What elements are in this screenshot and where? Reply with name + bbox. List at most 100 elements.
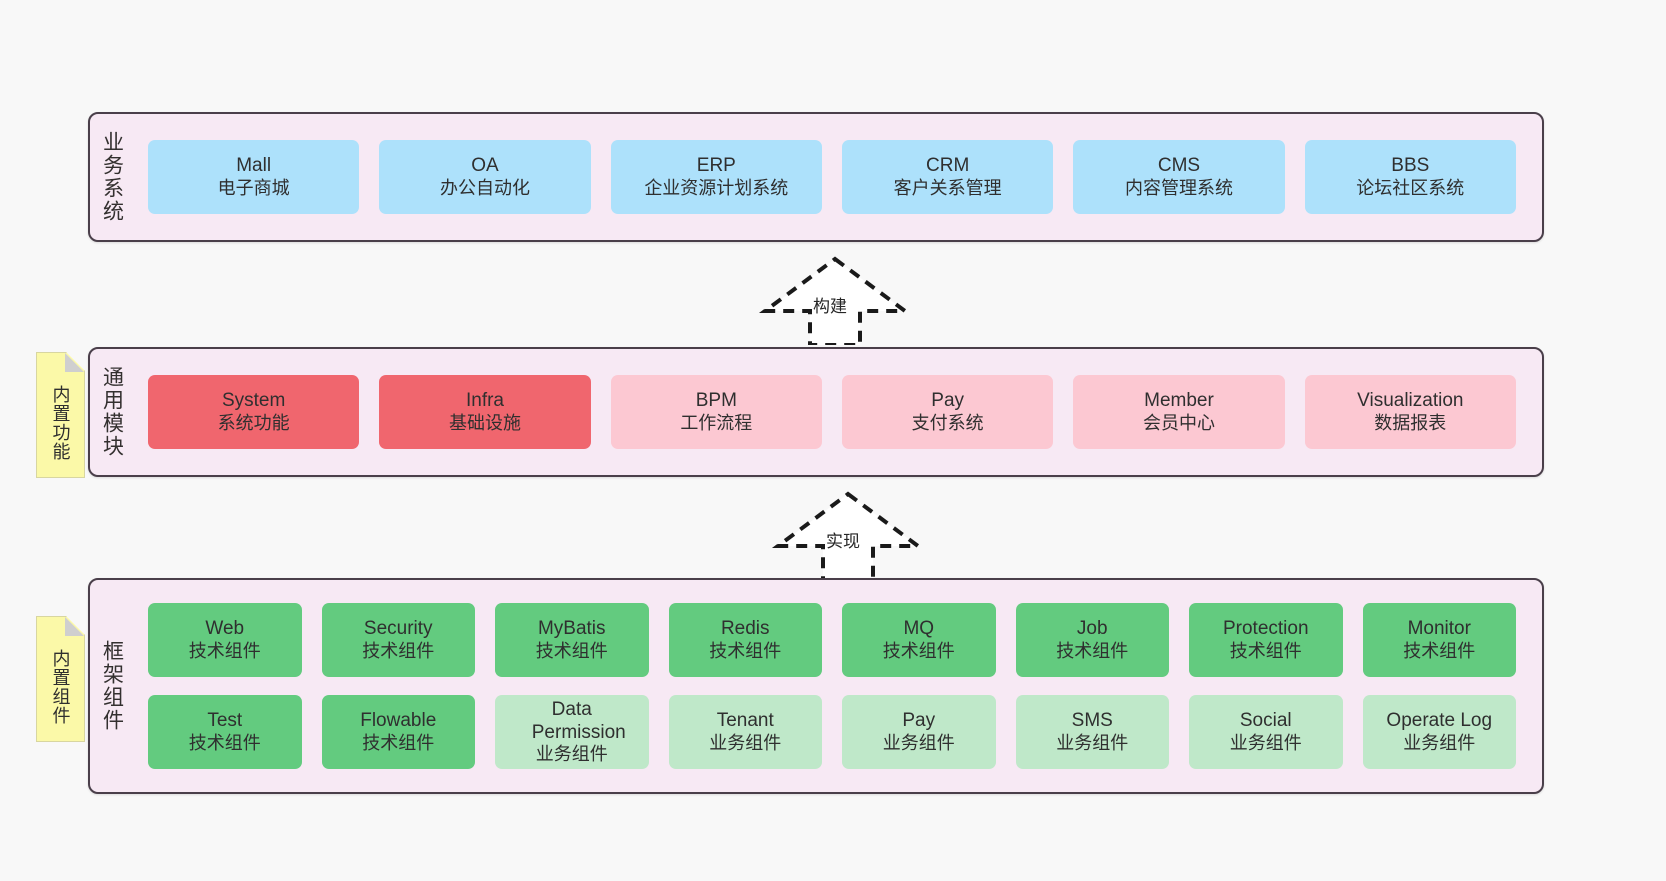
box-monitor[interactable]: Monitor 技术组件 (1362, 603, 1516, 677)
layer-row: Web 技术组件 Security 技术组件 MyBatis 技术组件 (138, 603, 1526, 677)
box-label-cn: 业务组件 (1229, 732, 1302, 753)
box-operate-log[interactable]: Operate Log 业务组件 (1362, 695, 1516, 769)
box-data-permission[interactable]: Data Permission 业务组件 (495, 695, 649, 769)
box-cell: CMS 内容管理系统 (1063, 140, 1294, 214)
box-label-cn: 技术组件 (188, 640, 261, 661)
box-label-en: Test (207, 710, 243, 732)
box-label-cn: 技术组件 (1403, 640, 1476, 661)
box-label-en: Redis (720, 618, 770, 640)
box-cell: Protection 技术组件 (1179, 603, 1353, 677)
layer-body-framework-component: Web 技术组件 Security 技术组件 MyBatis 技术组件 (134, 580, 1542, 792)
box-oa[interactable]: OA 办公自动化 (379, 140, 591, 214)
box-label-en: BPM (695, 390, 737, 412)
box-cell: Redis 技术组件 (659, 603, 833, 677)
box-pay-module[interactable]: Pay 支付系统 (841, 375, 1054, 449)
box-label-cn: 业务组件 (882, 732, 955, 753)
box-cell: Test 技术组件 (138, 695, 312, 769)
box-social[interactable]: Social 业务组件 (1189, 695, 1343, 769)
connector-implement-label: 实现 (826, 532, 860, 551)
note-builtin-function[interactable]: 内置功能 (36, 352, 85, 478)
box-tenant[interactable]: Tenant 业务组件 (668, 695, 822, 769)
connector-build-label: 构建 (813, 297, 847, 316)
box-erp[interactable]: ERP 企业资源计划系统 (610, 140, 822, 214)
box-label-cn: 会员中心 (1142, 412, 1215, 433)
box-label-en: Protection (1222, 618, 1309, 640)
box-label-en: MyBatis (537, 618, 606, 640)
box-label-cn: 技术组件 (362, 732, 435, 753)
box-mybatis[interactable]: MyBatis 技术组件 (495, 603, 649, 677)
note-label: 内置组件 (50, 649, 71, 725)
box-label-cn: 技术组件 (1056, 640, 1129, 661)
box-label-cn: 技术组件 (1229, 640, 1302, 661)
layer-business-system[interactable]: 业务系统 Mall 电子商城 OA 办公自动化 ERP (88, 112, 1544, 242)
box-security[interactable]: Security 技术组件 (321, 603, 475, 677)
box-test[interactable]: Test 技术组件 (148, 695, 302, 769)
box-cell: BBS 论坛社区系统 (1295, 140, 1526, 214)
box-label-cn: 技术组件 (535, 640, 608, 661)
box-flowable[interactable]: Flowable 技术组件 (321, 695, 475, 769)
box-member[interactable]: Member 会员中心 (1073, 375, 1285, 449)
box-cell: Mall 电子商城 (138, 140, 369, 214)
box-label-en: Mall (236, 155, 272, 177)
box-label-en: System (221, 390, 286, 412)
box-label-cn: 电子商城 (217, 177, 290, 198)
box-cell: OA 办公自动化 (369, 140, 600, 214)
layer-common-module[interactable]: 通用模块 System 系统功能 Infra 基础设施 (88, 347, 1544, 477)
box-protection[interactable]: Protection 技术组件 (1189, 603, 1343, 677)
layer-body-business-system: Mall 电子商城 OA 办公自动化 ERP 企业资源计划系统 (134, 114, 1542, 240)
box-label-cn: 业务组件 (1056, 732, 1129, 753)
box-label-en: Job (1076, 618, 1108, 640)
box-label-cn: 系统功能 (217, 412, 290, 433)
box-cell: System 系统功能 (138, 375, 369, 449)
box-cell: Web 技术组件 (138, 603, 312, 677)
layer-framework-component[interactable]: 框架组件 Web 技术组件 Security 技术组件 (88, 578, 1544, 794)
box-label-en: OA (471, 155, 499, 177)
box-cell: Member 会员中心 (1063, 375, 1294, 449)
box-label-cn: 技术组件 (709, 640, 782, 661)
layer-title-business-system: 业务系统 (100, 131, 124, 223)
box-label-cn: 基础设施 (448, 412, 521, 433)
box-mq[interactable]: MQ 技术组件 (842, 603, 996, 677)
box-redis[interactable]: Redis 技术组件 (668, 603, 822, 677)
box-cell: Pay 业务组件 (832, 695, 1006, 769)
box-label-en: CMS (1157, 155, 1201, 177)
box-cell: Job 技术组件 (1006, 603, 1180, 677)
box-label-cn: 数据报表 (1374, 412, 1447, 433)
box-cell: Infra 基础设施 (369, 375, 600, 449)
box-cell: CRM 客户关系管理 (832, 140, 1063, 214)
box-web[interactable]: Web 技术组件 (148, 603, 302, 677)
box-label-en: Pay (931, 390, 965, 412)
box-label-cn: 技术组件 (362, 640, 435, 661)
note-builtin-component[interactable]: 内置组件 (36, 616, 85, 742)
box-label-en: Web (205, 618, 245, 640)
box-sms[interactable]: SMS 业务组件 (1015, 695, 1169, 769)
box-pay-component[interactable]: Pay 业务组件 (842, 695, 996, 769)
box-cell: Flowable 技术组件 (312, 695, 486, 769)
box-label-cn: 论坛社区系统 (1356, 177, 1465, 198)
box-label-en: CRM (926, 155, 970, 177)
box-visualization[interactable]: Visualization 数据报表 (1304, 375, 1516, 449)
box-label-en: Flowable (360, 710, 437, 732)
box-label-en: Infra (465, 390, 504, 412)
box-cms[interactable]: CMS 内容管理系统 (1073, 140, 1285, 214)
box-crm[interactable]: CRM 客户关系管理 (841, 140, 1054, 214)
box-system[interactable]: System 系统功能 (148, 375, 360, 449)
box-cell: Security 技术组件 (312, 603, 486, 677)
box-mall[interactable]: Mall 电子商城 (148, 140, 360, 214)
box-cell: Tenant 业务组件 (659, 695, 833, 769)
box-bpm[interactable]: BPM 工作流程 (610, 375, 822, 449)
box-label-en: Tenant (716, 710, 774, 732)
box-cell: MQ 技术组件 (832, 603, 1006, 677)
box-label-en: Member (1144, 390, 1214, 412)
box-label-cn: 支付系统 (911, 412, 984, 433)
layer-body-common-module: System 系统功能 Infra 基础设施 BPM 工作流程 (134, 349, 1542, 475)
box-label-en: Social (1239, 710, 1292, 732)
layer-title-common-module: 通用模块 (100, 366, 124, 458)
layer-row: Test 技术组件 Flowable 技术组件 Data Permission … (138, 695, 1526, 769)
box-job[interactable]: Job 技术组件 (1015, 603, 1169, 677)
box-label-en: ERP (696, 155, 736, 177)
box-infra[interactable]: Infra 基础设施 (379, 375, 591, 449)
box-cell: SMS 业务组件 (1006, 695, 1180, 769)
note-label: 内置功能 (50, 385, 71, 461)
box-bbs[interactable]: BBS 论坛社区系统 (1304, 140, 1516, 214)
